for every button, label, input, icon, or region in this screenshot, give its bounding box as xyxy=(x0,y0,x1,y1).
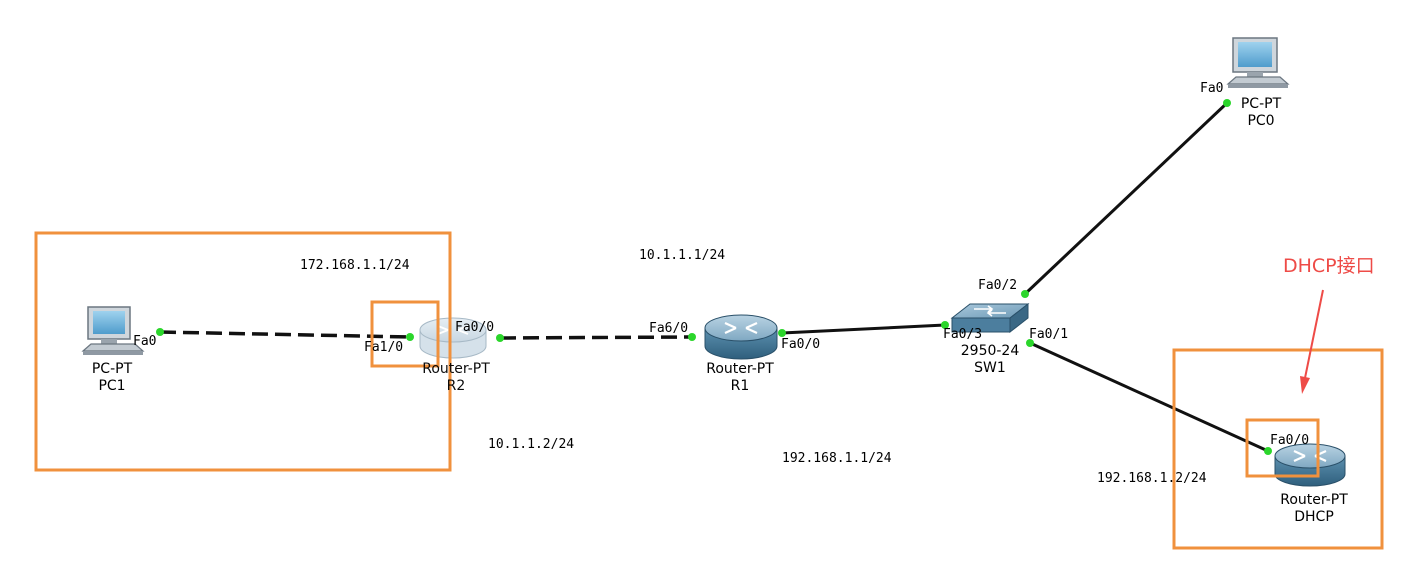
port-light-r1-fa00 xyxy=(778,329,786,337)
ip-label-r1-fa60: 10.1.1.1/24 xyxy=(639,248,726,263)
port-label-r1-fa60: Fa6/0 xyxy=(649,321,689,336)
port-lights xyxy=(156,99,1272,455)
port-label-pc0-fa0: Fa0 xyxy=(1200,81,1224,96)
pc-icon[interactable] xyxy=(1226,37,1290,88)
device-name: R1 xyxy=(730,378,750,394)
highlight-box-r2-port xyxy=(370,300,440,368)
links xyxy=(159,101,1269,453)
ip-label-r2-fa00: 10.1.1.2/24 xyxy=(488,437,575,452)
port-light-dhcp xyxy=(1264,447,1272,455)
device-model: 2950-24 xyxy=(960,343,1020,359)
port-light-pc0 xyxy=(1223,99,1231,107)
annotation-dhcp-interface: DHCP接口 xyxy=(1283,255,1375,277)
highlight-box-pc1-network xyxy=(34,231,452,472)
port-label-sw1-fa01: Fa0/1 xyxy=(1029,327,1069,342)
device-model: Router-PT xyxy=(706,361,774,377)
port-label-dhcp-fa00: Fa0/0 xyxy=(1270,433,1310,448)
port-light-sw1-fa02 xyxy=(1021,290,1029,298)
device-model: PC-PT xyxy=(91,361,133,377)
device-name: PC1 xyxy=(98,378,126,394)
link-r2-r1 xyxy=(499,335,693,340)
port-label-sw1-fa02: Fa0/2 xyxy=(978,278,1018,293)
port-label-sw1-fa03: Fa0/3 xyxy=(943,327,983,342)
device-label-pc0: PC-PT PC0 xyxy=(1229,96,1293,130)
port-label-r2-fa00: Fa0/0 xyxy=(455,320,495,335)
device-name: PC0 xyxy=(1247,113,1275,129)
ip-label-dhcp-fa00: 192.168.1.2/24 xyxy=(1097,471,1207,486)
port-light-r1-fa60 xyxy=(688,333,696,341)
device-model: Router-PT xyxy=(422,361,490,377)
router-icon[interactable] xyxy=(1274,443,1346,487)
device-label-sw1: 2950-24 SW1 xyxy=(948,343,1032,377)
pc-icon[interactable] xyxy=(81,306,145,355)
device-name: SW1 xyxy=(974,360,1006,376)
ip-label-r1-fa00: 192.168.1.1/24 xyxy=(782,451,892,466)
device-label-r2: Router-PT R2 xyxy=(410,361,502,395)
router-icon[interactable] xyxy=(704,314,778,360)
switch-icon[interactable] xyxy=(950,302,1030,334)
port-label-r2-fa10: Fa1/0 xyxy=(364,340,404,355)
device-name: R2 xyxy=(446,378,466,394)
link-r1-sw1 xyxy=(781,323,946,335)
device-label-dhcp: Router-PT DHCP xyxy=(1268,492,1360,526)
port-label-r1-fa00: Fa0/0 xyxy=(781,337,821,352)
highlight-box-dhcp-port xyxy=(1245,418,1320,478)
ip-label-pc1-network: 172.168.1.1/24 xyxy=(300,258,410,273)
device-model: Router-PT xyxy=(1280,492,1348,508)
port-light-sw1-fa01 xyxy=(1026,339,1034,347)
port-light-pc1 xyxy=(156,328,164,336)
port-light-sw1-fa03 xyxy=(941,321,949,329)
link-sw1-pc0 xyxy=(1023,101,1229,296)
annotation-arrow xyxy=(1300,289,1324,394)
highlight-boxes xyxy=(34,231,1384,550)
device-name: DHCP xyxy=(1294,509,1334,525)
link-pc1-r2 xyxy=(159,330,411,339)
device-label-pc1: PC-PT PC1 xyxy=(80,361,144,395)
port-light-r2-fa00 xyxy=(496,334,504,342)
device-label-r1: Router-PT R1 xyxy=(694,361,786,395)
port-light-r2-fa10 xyxy=(406,333,414,341)
device-model: PC-PT xyxy=(1240,96,1282,112)
port-label-pc1-fa0: Fa0 xyxy=(133,334,157,349)
link-sw1-dhcp xyxy=(1029,341,1269,453)
highlight-box-dhcp-router xyxy=(1172,348,1384,550)
